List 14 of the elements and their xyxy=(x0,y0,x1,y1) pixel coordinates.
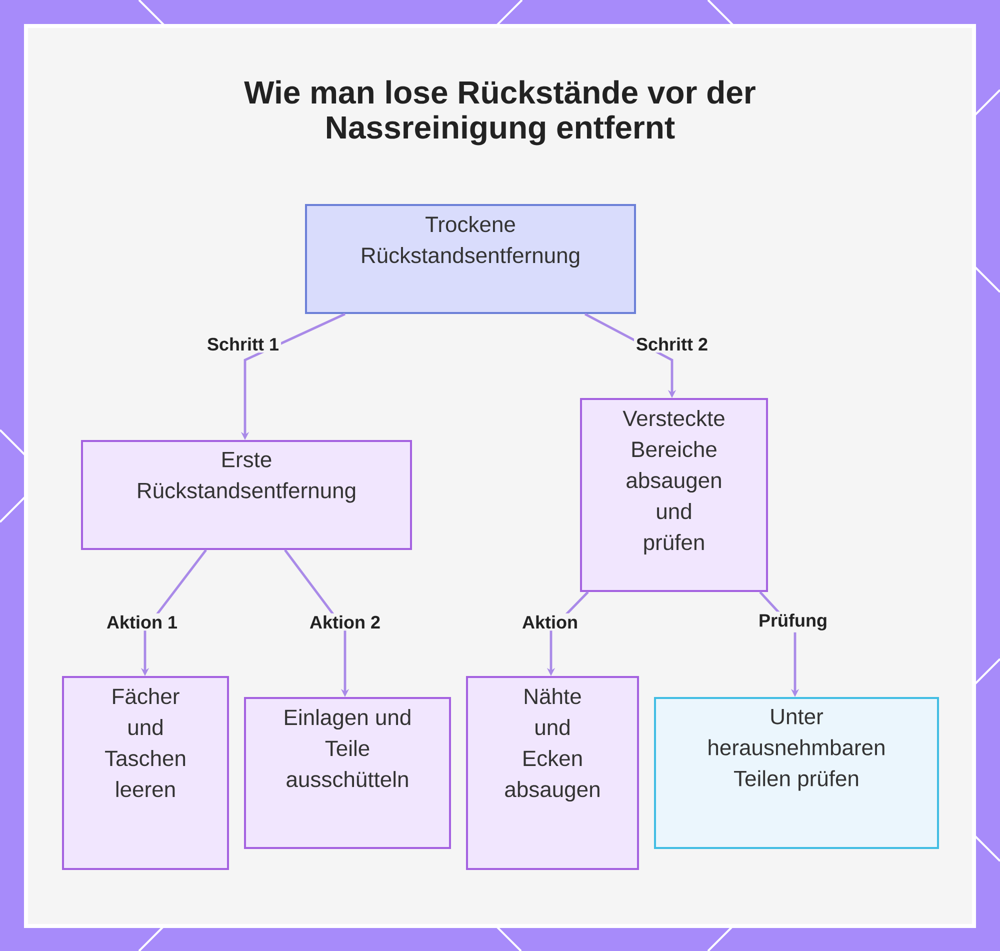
edge-label: Prüfung xyxy=(756,612,830,632)
process-box: Unter herausnehmbaren Teilen prüfen xyxy=(654,697,939,849)
edge-label: Schritt 2 xyxy=(634,335,710,353)
process-box: Erste Rückstandsentfernung xyxy=(81,440,412,550)
process-box: Einlagen und Teile ausschütteln xyxy=(244,697,451,849)
title: Wie man lose Rückstände vor der Nassreinigung entfernt xyxy=(244,80,756,146)
edge-label: Aktion xyxy=(520,613,580,631)
edge-label: Aktion 1 xyxy=(104,613,180,631)
edge-label: Aktion 2 xyxy=(308,613,382,631)
process-box: Trockene Rückstandsentfernung xyxy=(305,204,636,314)
process-box: Versteckte Bereiche absaugen und prüfen xyxy=(580,398,768,592)
process-box: Nähte und Ecken absaugen xyxy=(466,676,639,870)
edge-label: Schritt 1 xyxy=(205,335,282,353)
process-box: Fächer und Taschen leeren xyxy=(62,676,229,870)
